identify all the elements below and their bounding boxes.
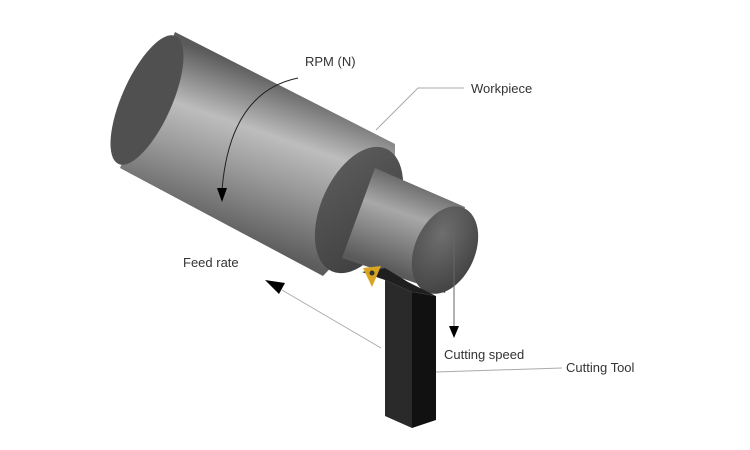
rpm-arc — [221, 77, 299, 191]
tool-shank-front — [385, 280, 412, 428]
workpiece-leader-line — [375, 87, 464, 131]
tool-shank-side — [412, 292, 436, 428]
tool-head — [362, 268, 436, 296]
feed-rate-indicator — [265, 280, 382, 349]
tool-insert — [363, 266, 381, 287]
rpm-label: RPM (N) — [305, 54, 356, 69]
workpiece-small-diameter — [342, 168, 479, 294]
rpm-rotation-indicator — [217, 77, 299, 202]
cutting-tool-label: Cutting Tool — [566, 360, 635, 375]
cutting-speed-indicator — [449, 232, 459, 338]
feed-rate-line — [281, 289, 382, 349]
insert-screw — [369, 270, 375, 276]
cutting-tool-leader-line — [435, 367, 563, 373]
feed-rate-arrowhead — [265, 280, 285, 294]
small-cylinder-end-face — [411, 206, 479, 294]
feed-rate-label: Feed rate — [183, 255, 239, 270]
cutting-speed-label: Cutting speed — [444, 347, 524, 362]
cutting-speed-arrowhead — [449, 326, 459, 338]
large-cylinder-back-cap — [110, 35, 184, 165]
cutting-tool — [362, 266, 436, 428]
workpiece-label: Workpiece — [471, 81, 532, 96]
rpm-arrowhead — [217, 188, 227, 202]
